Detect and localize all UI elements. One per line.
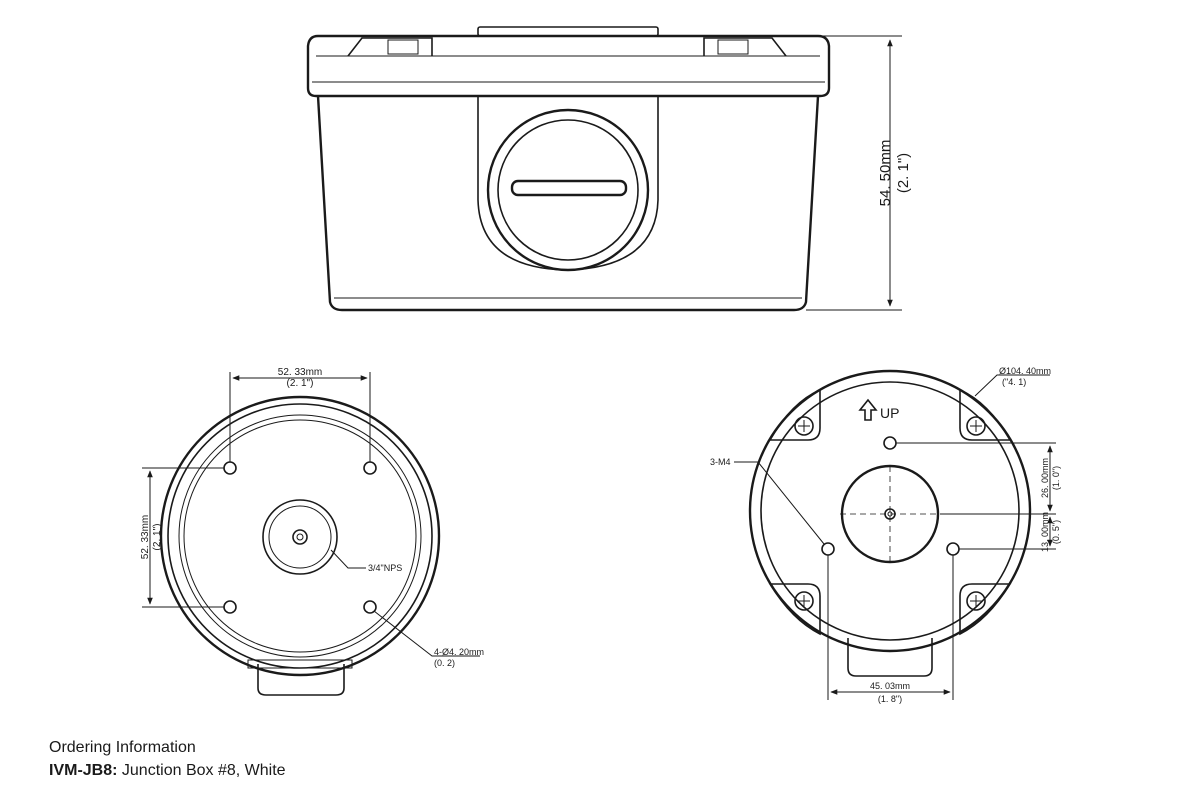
dim-45-in: (1. 8") (878, 694, 902, 704)
hole-spacing-h-in: (2. 1") (287, 378, 314, 389)
screw-pad-bl (768, 583, 821, 636)
height-dimension-in: (2. 1") (895, 153, 912, 193)
screw-pad-br (959, 583, 1012, 636)
screw-callout-leader (734, 461, 825, 545)
top-outer-ring (748, 369, 1032, 653)
hole-spacing-v-in: (2. 1") (152, 524, 163, 551)
screw-pad-tl (768, 388, 821, 441)
dim-26-mm: 26. 00mm (1040, 458, 1050, 498)
dim-26-in: (1. 0") (1051, 466, 1061, 490)
bottom-nozzle-band (247, 659, 353, 669)
diameter-leader (974, 374, 1050, 397)
product-code: IVM-JB8: (49, 762, 118, 779)
dim-13-mm: 13. 00mm (1040, 512, 1050, 552)
hole-callout-mm: 4-Ø4. 20mm (434, 647, 484, 657)
mount-hole-bl (223, 600, 237, 614)
body-outline (316, 95, 820, 312)
hole-callout-leader (373, 610, 480, 657)
m4-hole-left (821, 542, 835, 556)
top-view: UP 3-M4 Ø104. 40mm ("4. 1) 26. 00mm (1. … (710, 366, 1061, 704)
top-tab (477, 26, 659, 37)
ordering-heading: Ordering Information (49, 739, 196, 756)
bottom-nozzle (257, 664, 345, 696)
conduit-cap-outer (486, 108, 650, 272)
hole-callout-in: (0. 2) (434, 658, 455, 668)
m4-hole-top (883, 436, 897, 450)
ordering-info: Ordering Information IVM-JB8: Junction B… (49, 736, 286, 782)
center-hub-inner (268, 505, 332, 569)
bottom-ring-2 (167, 403, 433, 669)
center-hole (292, 529, 308, 545)
up-arrow-icon (858, 398, 878, 421)
screw-callout: 3-M4 (710, 457, 731, 467)
mount-hole-tr (363, 461, 377, 475)
cap-slot (510, 179, 628, 197)
side-view: 54. 50mm (2. 1") (306, 26, 912, 312)
bottom-view: 52. 33mm (2. 1") 52. 33mm (2. 1") 3/4"NP… (140, 367, 484, 696)
dim-45-mm: 45. 03mm (870, 681, 910, 691)
height-dimension-mm: 54. 50mm (877, 140, 894, 207)
right-lid-clip (703, 37, 787, 57)
up-label: UP (880, 405, 899, 421)
hole-spacing-h-mm: 52. 33mm (278, 367, 322, 378)
diameter-in: ("4. 1) (1002, 377, 1026, 387)
lid-outline (306, 34, 831, 98)
ordering-line: IVM-JB8: Junction Box #8, White (49, 759, 286, 782)
screw-pad-tr (959, 388, 1012, 441)
dim-13-in: (0. 5") (1051, 520, 1061, 544)
hole-spacing-v-mm: 52. 33mm (140, 515, 151, 559)
top-nozzle (847, 638, 933, 677)
product-description: Junction Box #8, White (117, 762, 286, 779)
mount-hole-tl (223, 461, 237, 475)
bottom-ring-3 (178, 414, 422, 658)
nps-label: 3/4"NPS (368, 563, 402, 573)
bottom-outer-ring (159, 395, 441, 677)
left-lid-clip (347, 37, 433, 57)
conduit-cap-inner (497, 119, 639, 261)
top-inner-ring (760, 381, 1020, 641)
nps-leader (330, 549, 366, 569)
m4-hole-right (946, 542, 960, 556)
bottom-ring-4 (183, 419, 417, 653)
mount-hole-br (363, 600, 377, 614)
diameter-mm: Ø104. 40mm (999, 366, 1051, 376)
conduit-boss (477, 96, 659, 271)
center-hub-outer (262, 499, 338, 575)
